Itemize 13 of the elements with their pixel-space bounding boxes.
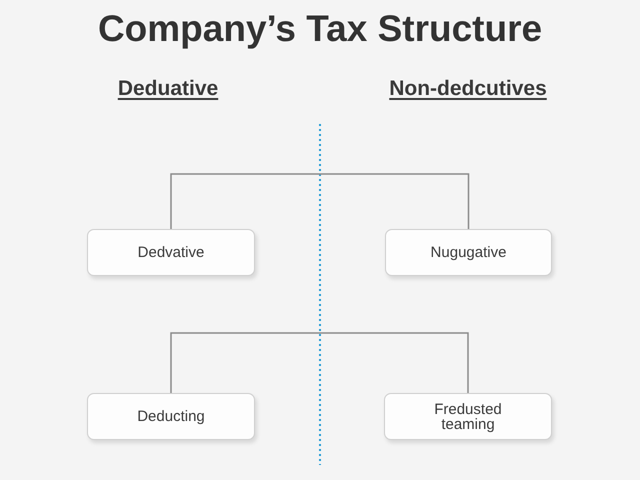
- diagram-title: Company’s Tax Structure: [96, 7, 544, 51]
- column-heading: Non-dedcutives: [389, 76, 547, 102]
- box-label: Deducting: [137, 409, 205, 424]
- box-label: Nugugative: [430, 245, 506, 260]
- box-label: Dedvative: [138, 245, 204, 260]
- process-box: [385, 229, 552, 276]
- process-box: [87, 393, 255, 440]
- process-box: [384, 393, 552, 440]
- process-box: [87, 229, 255, 276]
- connector-line: [170, 332, 469, 393]
- connector-line: [170, 173, 470, 229]
- box-label: Fredusted teaming: [433, 402, 503, 432]
- column-heading: Deduative: [118, 76, 218, 102]
